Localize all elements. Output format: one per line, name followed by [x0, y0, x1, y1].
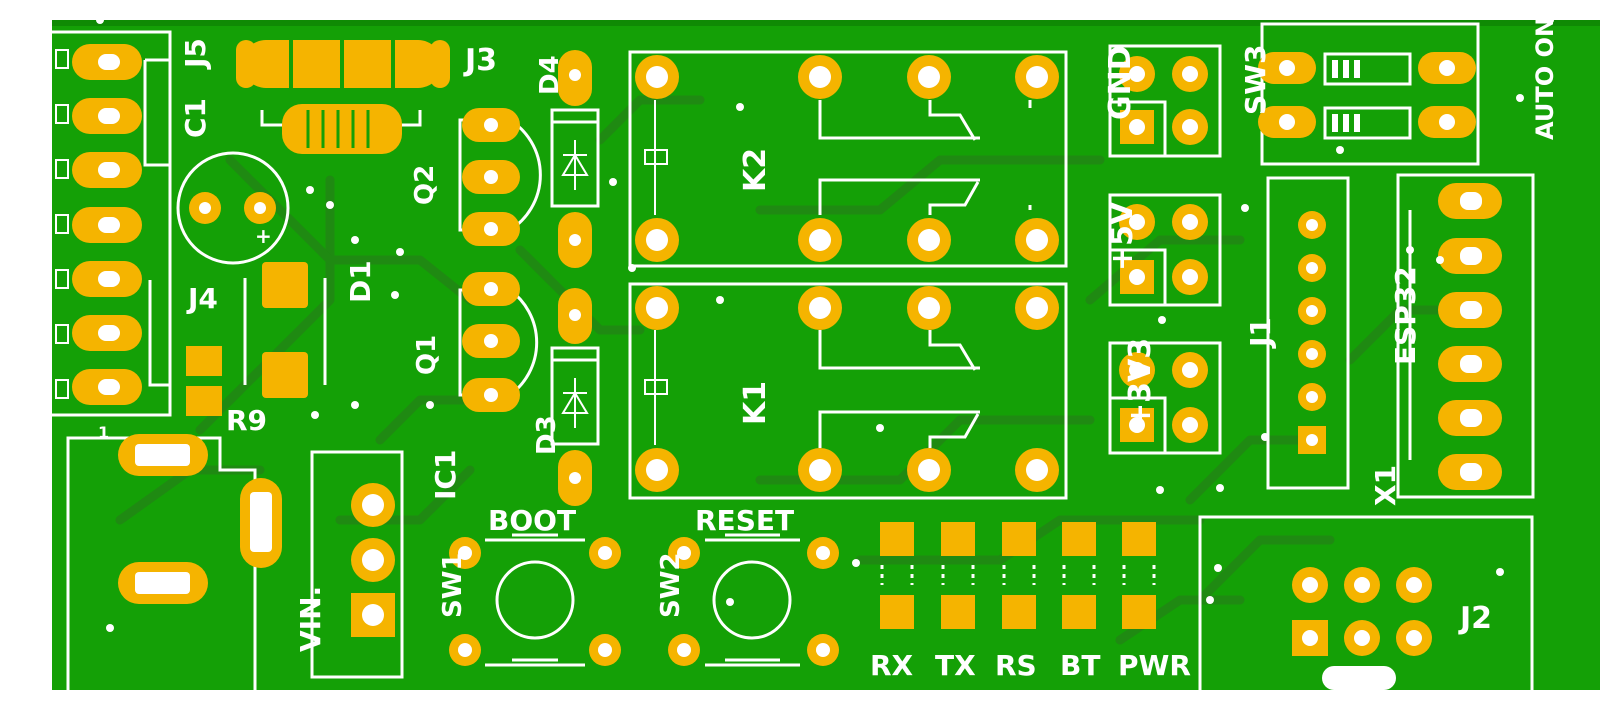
relay-k2: [628, 50, 1068, 268]
label-r9: R9: [226, 404, 267, 437]
relay-k1: [628, 282, 1068, 500]
label-j3: J3: [463, 43, 497, 78]
vin-pin1: 1: [98, 423, 109, 442]
diode-d3: [550, 288, 600, 506]
label-3v3: +3V3: [1123, 338, 1158, 428]
status-leds: [880, 522, 1156, 629]
label-rx: RX: [870, 649, 914, 682]
resistor-r9: [186, 346, 222, 416]
label-d4: D4: [535, 55, 565, 95]
header-3v3: [1108, 341, 1222, 455]
label-ic1: IC1: [429, 450, 462, 500]
label-rs: RS: [995, 649, 1037, 682]
label-c1: C1: [179, 98, 212, 138]
label-boot: BOOT: [488, 504, 576, 537]
label-reset: RESET: [695, 504, 794, 537]
label-k1: K1: [738, 381, 773, 425]
label-j5: J5: [179, 38, 212, 70]
label-5v: +5V: [1105, 201, 1140, 271]
label-sw3: SW3: [1239, 44, 1272, 115]
c1-plus: +: [255, 224, 272, 248]
vias: [96, 16, 1554, 632]
label-pwr: PWR: [1118, 649, 1191, 682]
label-sw1: SW1: [438, 553, 468, 619]
label-gnd: GND: [1103, 45, 1138, 120]
regulator-ic1: [310, 450, 404, 679]
header-5v: [1108, 193, 1222, 307]
label-j4: J4: [186, 282, 218, 315]
label-q1: Q1: [412, 335, 442, 375]
label-q2: Q2: [410, 165, 440, 205]
label-d3: D3: [532, 415, 562, 455]
boot-button-sw1[interactable]: [449, 533, 621, 667]
label-auto-on: AUTO ON: [1531, 17, 1559, 140]
connector-j3: [236, 40, 450, 154]
label-k2: K2: [738, 148, 773, 192]
label-esp32: ESP32: [1389, 266, 1422, 365]
power-jack-vin: [66, 434, 282, 690]
header-esp32: [1396, 173, 1535, 499]
connector-j1: [1266, 176, 1350, 490]
label-j1: J1: [1244, 317, 1277, 349]
diode-d4: [550, 50, 600, 268]
diode-d1: [243, 262, 327, 398]
switch-sw3: [1258, 22, 1480, 166]
label-tx: TX: [935, 649, 976, 682]
label-j2: J2: [1458, 601, 1492, 636]
transistor-q2: [458, 108, 542, 246]
capacitor-c1: [176, 151, 290, 265]
connector-j5: [52, 30, 172, 417]
label-bt: BT: [1060, 649, 1100, 682]
transistor-q1: [458, 272, 539, 412]
header-gnd: [1108, 44, 1222, 158]
label-d1: D1: [344, 260, 377, 303]
reset-button-sw2[interactable]: [668, 533, 839, 667]
label-sw2: SW2: [656, 553, 686, 619]
connector-j2: [1198, 515, 1534, 690]
